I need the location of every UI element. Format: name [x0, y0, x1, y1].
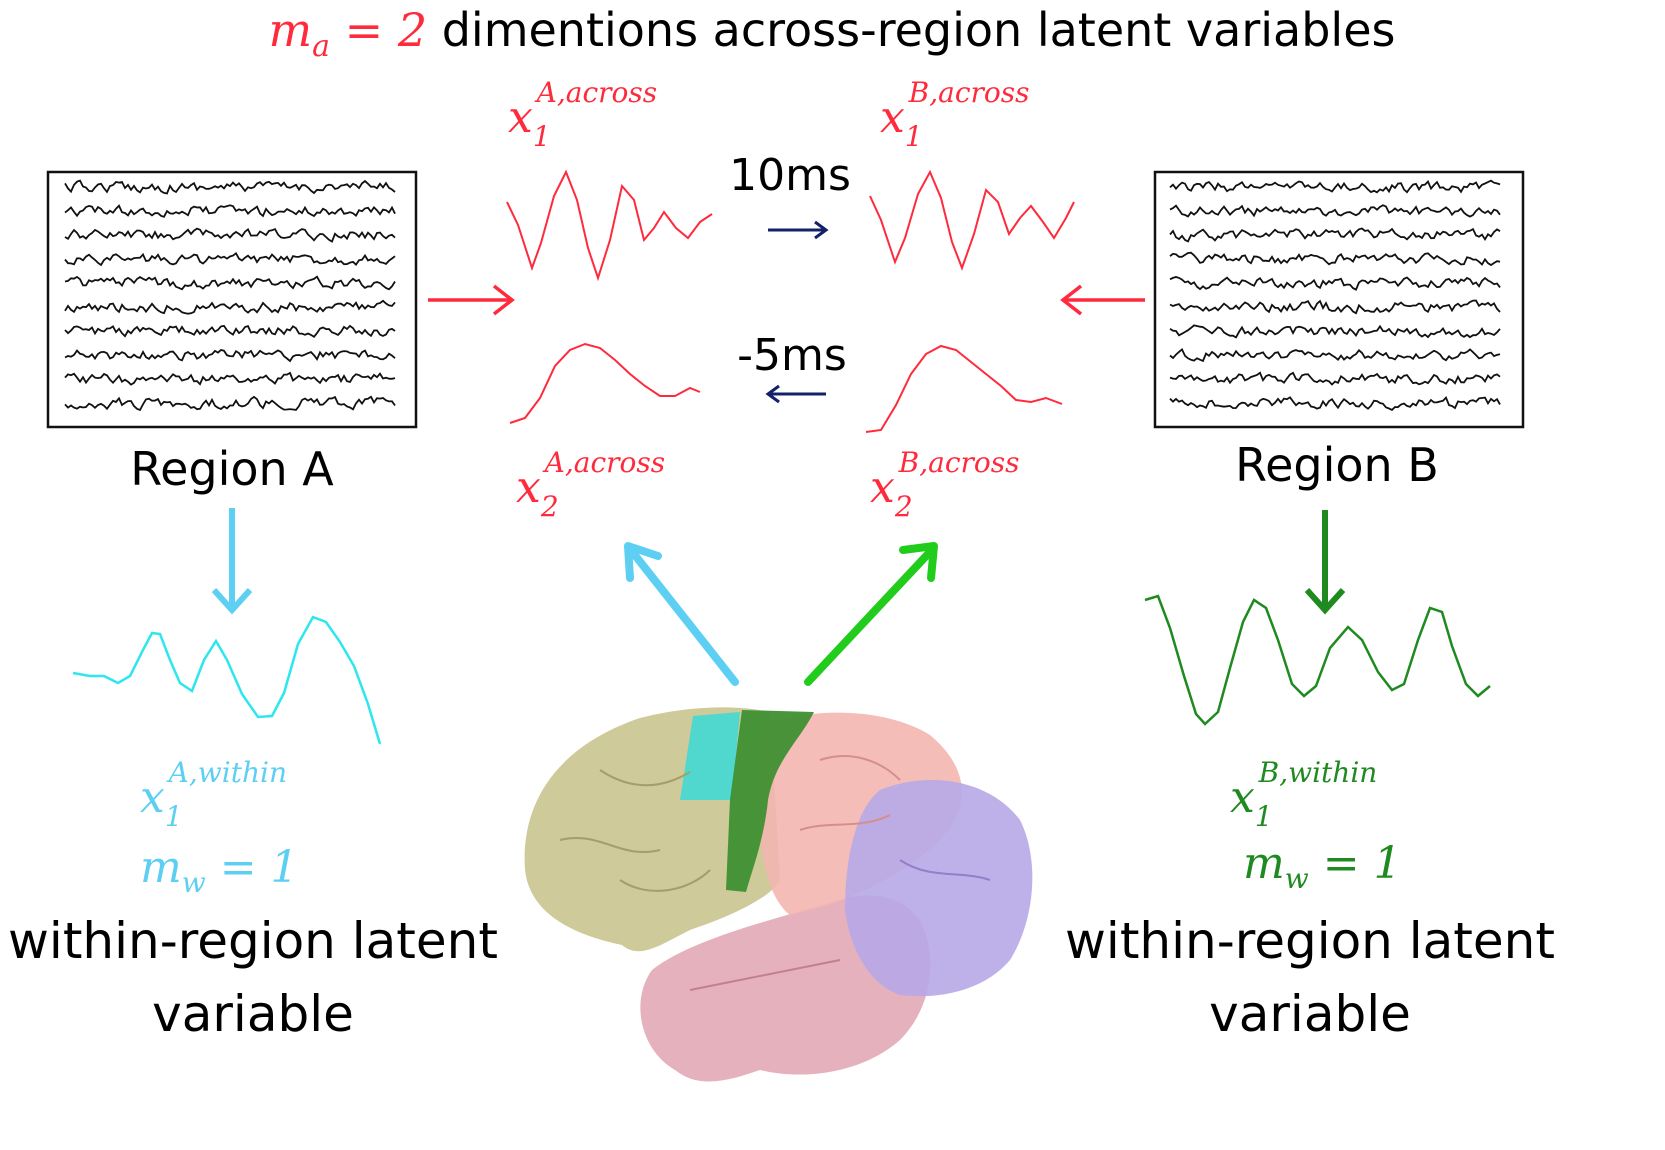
- x2-a-across-label: x2A,across: [516, 446, 665, 523]
- header-title: ma = 2 dimentions across-region latent v…: [269, 3, 1396, 64]
- region-a-label: Region A: [130, 442, 334, 496]
- signal-trace: [1169, 371, 1501, 386]
- within-b-desc-line2: variable: [1209, 985, 1411, 1043]
- within-a-desc-line2: variable: [152, 985, 354, 1043]
- x2-b-across-label: x2B,across: [870, 446, 1020, 523]
- signal-trace: [64, 371, 396, 386]
- arrow-region-b-to-within: [1304, 510, 1346, 615]
- x2-a-across-wave: [509, 342, 701, 424]
- delay-10ms-label: 10ms: [729, 150, 851, 201]
- region-a-traces: [64, 179, 396, 412]
- signal-trace: [64, 275, 396, 291]
- brain-occipital-lobe: [845, 780, 1033, 997]
- mw-a-label: mw = 1: [140, 842, 299, 899]
- x1-b-within-wave: [1144, 594, 1491, 726]
- arrow-region-a-to-across: [428, 284, 515, 316]
- signal-trace: [64, 349, 396, 363]
- signal-trace: [64, 204, 396, 218]
- x1-b-across-wave: [869, 169, 1075, 271]
- header-title-text: dimentions across-region latent variable…: [427, 3, 1395, 57]
- x1-a-across-wave: [506, 169, 713, 282]
- signal-trace: [1169, 179, 1501, 194]
- delay-minus-5ms-arrow: [765, 384, 826, 404]
- x1-b-across-label: x1B,across: [880, 76, 1030, 153]
- signal-trace: [1169, 251, 1501, 267]
- x2-b-across-wave: [865, 344, 1063, 433]
- brain-parietal-lobe: [760, 712, 962, 915]
- signal-trace: [1169, 204, 1501, 218]
- x1-b-within-label: x1B,within: [1230, 756, 1377, 833]
- x1-a-within-label: x1A,within: [140, 756, 287, 833]
- signal-trace: [1169, 347, 1501, 363]
- ma-equation: = 2: [330, 3, 427, 57]
- signal-trace: [1169, 276, 1501, 291]
- within-b-desc-line1: within-region latent: [1065, 912, 1555, 970]
- arrow-region-a-to-within: [211, 508, 253, 615]
- brain-region-b-highlight: [726, 710, 814, 892]
- signal-trace: [64, 299, 396, 315]
- ma-symbol: m: [269, 3, 313, 57]
- signal-trace: [1169, 227, 1501, 243]
- delay-10ms-arrow: [768, 220, 829, 240]
- x1-a-across-label: x1A,across: [508, 76, 657, 153]
- signal-trace: [64, 395, 396, 412]
- signal-trace: [64, 179, 396, 195]
- signal-trace: [64, 251, 396, 267]
- signal-trace: [1169, 324, 1501, 339]
- signal-trace: [64, 324, 396, 338]
- region-b-traces: [1169, 179, 1501, 411]
- ma-subscript: a: [312, 29, 330, 64]
- arrow-brain-to-across-a: [624, 542, 739, 686]
- signal-trace: [1169, 395, 1501, 411]
- region-b-signals-box: [1153, 170, 1525, 429]
- within-a-desc-line1: within-region latent: [8, 912, 498, 970]
- signal-trace: [1169, 299, 1501, 315]
- arrow-region-b-to-across: [1060, 284, 1145, 316]
- x1-a-within-wave: [72, 615, 382, 745]
- brain-region-a-highlight: [680, 712, 740, 800]
- delay-minus-5ms-label: -5ms: [737, 330, 847, 381]
- brain-illustration: [524, 707, 1033, 1082]
- signal-trace: [64, 227, 396, 243]
- region-b-label: Region B: [1235, 438, 1439, 492]
- mw-b-label: mw = 1: [1243, 838, 1402, 895]
- arrow-brain-to-across-b: [804, 542, 938, 686]
